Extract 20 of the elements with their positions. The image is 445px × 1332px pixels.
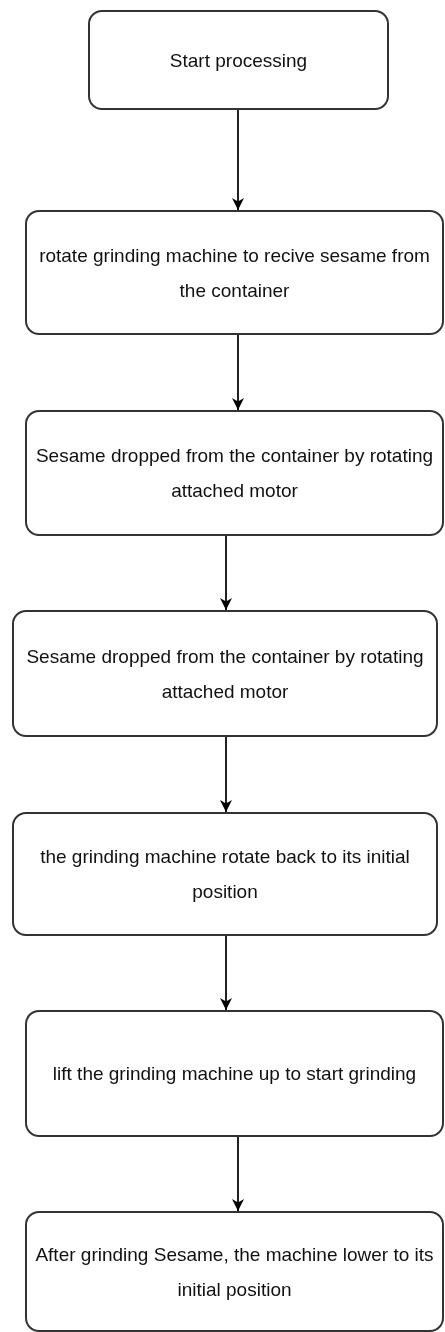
process-box bbox=[25, 1010, 444, 1137]
step-text: rotate grinding machine to recive sesame from the container bbox=[38, 243, 431, 303]
arrow bbox=[232, 109, 244, 211]
arrow bbox=[220, 736, 232, 813]
step-text: Sesame dropped from the container by rotating attached motor bbox=[25, 644, 425, 704]
arrow bbox=[220, 935, 232, 1011]
process-box bbox=[25, 410, 444, 536]
process-box bbox=[25, 210, 444, 335]
arrow bbox=[232, 1136, 244, 1212]
arrow bbox=[232, 334, 244, 411]
step-text: Start processing bbox=[169, 48, 308, 73]
process-box bbox=[12, 610, 438, 737]
step-text: the grinding machine rotate back to its initial position bbox=[39, 845, 411, 904]
step-text: Sesame dropped from the container by rotating attached motor bbox=[34, 444, 435, 503]
step-text: After grinding Sesame, the machine lower to its initial position bbox=[34, 1242, 435, 1302]
arrow bbox=[220, 535, 232, 611]
process-box bbox=[12, 812, 438, 936]
process-box bbox=[25, 1211, 444, 1332]
process-box bbox=[88, 10, 389, 110]
step-text: lift the grinding machine up to start grinding bbox=[52, 1062, 417, 1086]
